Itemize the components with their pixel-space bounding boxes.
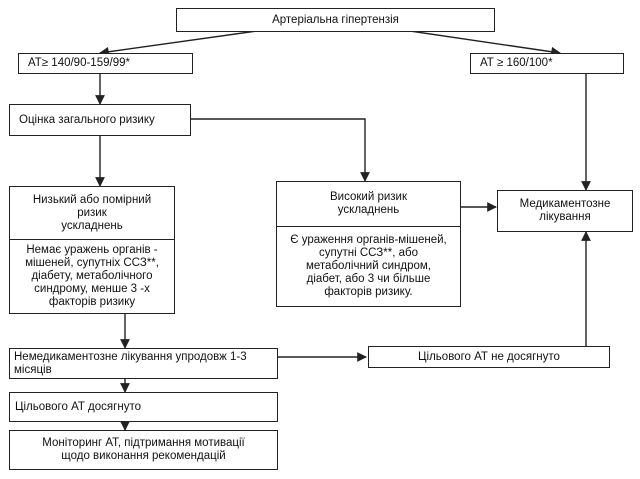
node-non-drug-label: Немедикаментозне лікування упродовж 1-3 … bbox=[14, 350, 247, 376]
node-bp-high-label: АТ ≥ 160/100* bbox=[480, 57, 553, 69]
node-risk-assessment-label: Оцінка загального ризику bbox=[19, 113, 155, 126]
node-target-not-reached: Цільового АТ не досягнуто bbox=[368, 346, 610, 368]
node-high-risk-detail: Є ураження органів-мішеней, супутні ССЗ*… bbox=[290, 234, 447, 298]
node-low-risk-title: Низький або помірний ризик ускладнень bbox=[32, 193, 152, 232]
node-bp-moderate-label: АТ≥ 140/90-159/99* bbox=[28, 57, 130, 69]
node-target-reached: Цільового АТ досягнуто bbox=[9, 392, 278, 422]
node-bp-high: АТ ≥ 160/100* bbox=[470, 53, 624, 74]
node-non-drug: Немедикаментозне лікування упродовж 1-3 … bbox=[9, 348, 278, 379]
node-target-not-reached-label: Цільового АТ не досягнуто bbox=[418, 350, 560, 363]
node-high-risk-divider bbox=[277, 226, 460, 227]
node-risk-assessment: Оцінка загального ризику bbox=[9, 104, 191, 136]
node-medication: Медикаментозне лікування bbox=[497, 190, 633, 232]
node-high-risk: Високий ризик ускладнень Є ураження орга… bbox=[276, 181, 461, 307]
node-hypertension-label: Артеріальна гіпертензія bbox=[272, 13, 399, 26]
node-target-reached-label: Цільового АТ досягнуто bbox=[15, 400, 141, 413]
node-low-risk-detail: Немає уражень органів - мішеней, супутні… bbox=[25, 244, 159, 308]
node-monitoring: Моніторинг АТ, підтримання мотивації щод… bbox=[9, 430, 278, 470]
node-hypertension: Артеріальна гіпертензія bbox=[176, 8, 495, 32]
arrow-to-high-risk bbox=[190, 118, 370, 182]
node-low-risk-divider bbox=[10, 239, 174, 240]
node-high-risk-title: Високий ризик ускладнень bbox=[330, 191, 407, 216]
node-bp-moderate: АТ≥ 140/90-159/99* bbox=[18, 53, 193, 74]
node-monitoring-label: Моніторинг АТ, підтримання мотивації щод… bbox=[42, 437, 245, 462]
node-low-risk: Низький або помірний ризик ускладнень Не… bbox=[9, 186, 175, 314]
node-medication-label: Медикаментозне лікування bbox=[519, 198, 611, 223]
